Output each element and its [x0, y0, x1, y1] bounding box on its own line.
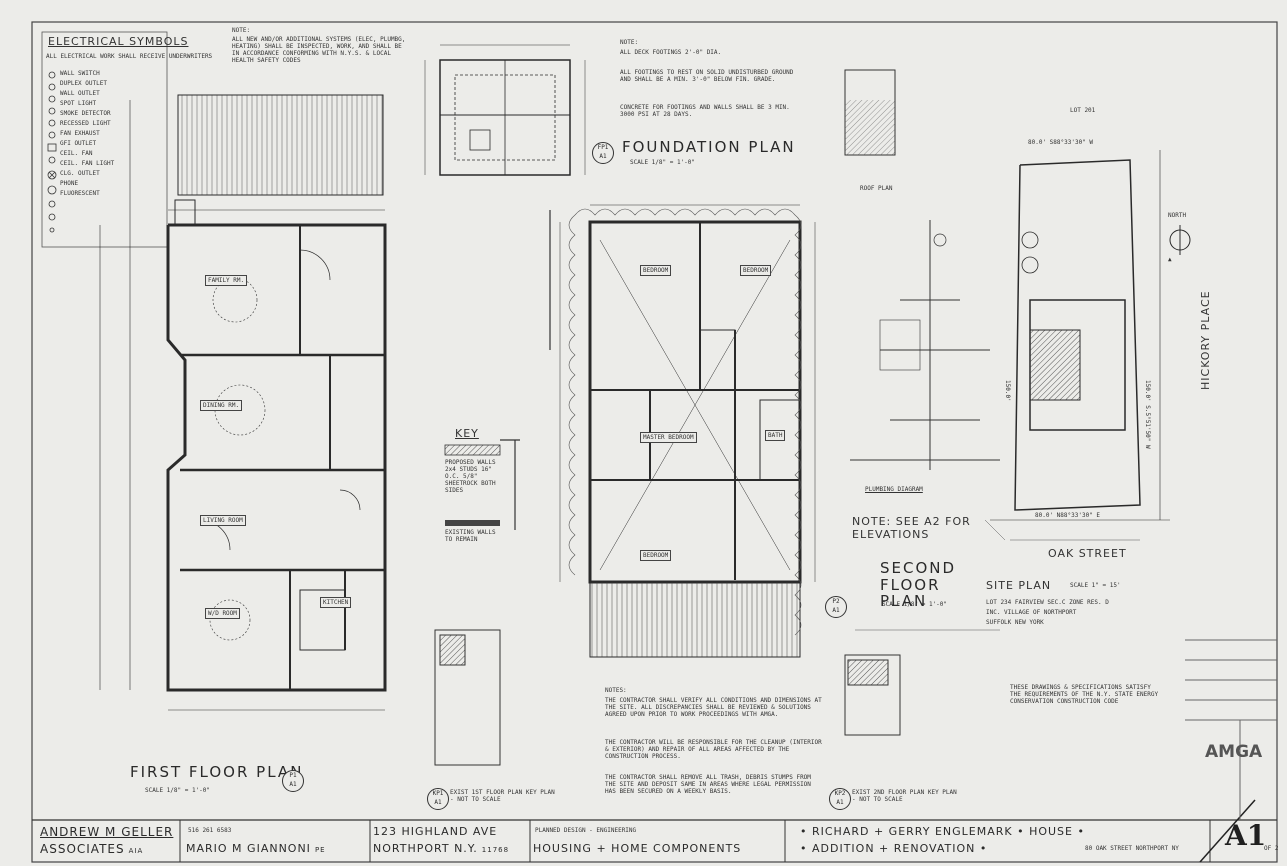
- site-plan-scale: SCALE 1" = 15': [1070, 582, 1121, 589]
- room-label: MASTER BEDROOM: [640, 432, 697, 443]
- key-plan-second: EXIST 2ND FLOOR PLAN KEY PLAN - NOT TO S…: [852, 789, 957, 803]
- see-elevations-note: NOTE: SEE A2 FOR ELEVATIONS: [852, 515, 971, 542]
- village-line: INC. VILLAGE OF NORTHPORT: [986, 609, 1077, 616]
- services-line: PLANNED DESIGN - ENGINEERING: [535, 827, 637, 834]
- legend-item: CLG. OUTLET: [60, 170, 100, 177]
- legend-item: SPOT LIGHT: [60, 100, 97, 107]
- amga-logo: AMGA: [1205, 742, 1263, 762]
- second-floor-scale: SCALE 1/8" = 1'-0": [882, 601, 948, 608]
- room-label: LIVING ROOM: [200, 515, 246, 526]
- energy-code-note: THESE DRAWINGS & SPECIFICATIONS SATISFY …: [1010, 684, 1159, 705]
- top-note-text: ALL NEW AND/OR ADDITIONAL SYSTEMS (ELEC,…: [232, 36, 406, 64]
- lot-zone-line: LOT 234 FAIRVIEW SEC.C ZONE RES. D: [986, 599, 1109, 606]
- top-note-heading: NOTE:: [232, 27, 251, 34]
- foundation-note-3: CONCRETE FOR FOOTINGS AND WALLS SHALL BE…: [620, 104, 790, 118]
- north-label: NORTH: [1168, 212, 1187, 219]
- architect-name-suffix: PE: [314, 846, 326, 854]
- foundation-note-1: ALL DECK FOOTINGS 2'-0" DIA.: [620, 49, 722, 56]
- legend-item: RECESSED LIGHT: [60, 120, 111, 127]
- electrical-intro: ALL ELECTRICAL WORK SHALL RECEIVE UNDERW…: [46, 53, 213, 60]
- legend-item: WALL OUTLET: [60, 90, 100, 97]
- foundation-plan-title: FOUNDATION PLAN: [622, 138, 796, 156]
- address-line-1: 123 HIGHLAND AVE: [373, 825, 498, 838]
- street-hickory: HICKORY PLACE: [1199, 290, 1212, 390]
- contractor-note-3: THE CONTRACTOR SHALL REMOVE ALL TRASH, D…: [605, 774, 811, 795]
- firm-name: ANDREW M GELLER: [40, 825, 174, 839]
- site-dim-bottom: 80.0' N88°33'30" E: [1035, 512, 1101, 519]
- legend-item: FLUORESCENT: [60, 190, 100, 197]
- site-dim-left: 150.0': [1004, 380, 1011, 402]
- legend-item: CEIL. FAN: [60, 150, 93, 157]
- room-label: BEDROOM: [740, 265, 772, 276]
- key-plan-first: EXIST 1ST FLOOR PLAN KEY PLAN - NOT TO S…: [450, 789, 555, 803]
- room-label: KITCHEN: [320, 597, 352, 608]
- room-label: FAMILY RM.: [205, 275, 248, 286]
- electrical-legend-list: WALL SWITCH DUPLEX OUTLET WALL OUTLET SP…: [60, 71, 114, 201]
- lot-label: LOT 201: [1070, 107, 1096, 114]
- plumbing-diagram-title: PLUMBING DIAGRAM: [865, 486, 923, 493]
- room-label: W/D ROOM: [205, 608, 240, 619]
- room-label: BEDROOM: [640, 265, 672, 276]
- architect-name-label: MARIO M GIANNONI: [186, 842, 311, 855]
- county-line: SUFFOLK NEW YORK: [986, 619, 1044, 626]
- foundation-note-2: ALL FOOTINGS TO REST ON SOLID UNDISTURBE…: [620, 69, 794, 83]
- legend-item: CEIL. FAN LIGHT: [60, 160, 115, 167]
- roof-plan-title: ROOF PLAN: [860, 185, 893, 192]
- site-dim-right: 150.0' S.5°51'50" W: [1144, 380, 1151, 449]
- firm-phone: 516 261 6583: [188, 827, 232, 834]
- first-floor-title: FIRST FLOOR PLAN: [130, 763, 304, 781]
- address-line-2: NORTHPORT N.Y.11768: [373, 843, 509, 854]
- contractor-note-1: THE CONTRACTOR SHALL VERIFY ALL CONDITIO…: [605, 697, 822, 718]
- foundation-note-heading: NOTE:: [620, 39, 639, 46]
- firm-associates-label: ASSOCIATES: [40, 842, 125, 856]
- legend-item: PHONE: [60, 180, 79, 187]
- project-name: • ADDITION + RENOVATION •: [800, 842, 988, 855]
- key-proposed: PROPOSED WALLS 2x4 STUDS 16" O.C. 5/8" S…: [445, 459, 496, 494]
- client-name: • RICHARD + GERRY ENGLEMARK • HOUSE •: [800, 825, 1085, 838]
- address-line-2-city: NORTHPORT N.Y.: [373, 842, 478, 855]
- first-floor-scale: SCALE 1/8" = 1'-0": [145, 787, 211, 794]
- sheet-of: OF 2: [1264, 845, 1279, 852]
- room-label: BEDROOM: [640, 550, 672, 561]
- street-oak: OAK STREET: [1048, 547, 1127, 560]
- address-zip: 11768: [481, 846, 510, 854]
- contractor-note-2: THE CONTRACTOR WILL BE RESPONSIBLE FOR T…: [605, 739, 822, 760]
- project-address: 80 OAK STREET NORTHPORT NY: [1085, 845, 1179, 852]
- second-floor-title: SECOND FLOOR PLAN: [880, 559, 957, 610]
- sheet-number: A1: [1225, 819, 1267, 852]
- key-existing: EXISTING WALLS TO REMAIN: [445, 529, 496, 543]
- legend-item: FAN EXHAUST: [60, 130, 100, 137]
- key-title: KEY: [455, 427, 479, 440]
- electrical-symbols-title: ELECTRICAL SYMBOLS: [48, 35, 189, 48]
- firm-associates-suffix: AIA: [128, 847, 144, 855]
- north-arrow-icon: ▲: [1168, 256, 1172, 263]
- legend-item: GFI OUTLET: [60, 140, 97, 147]
- room-label: BATH: [765, 430, 786, 441]
- company-name: HOUSING + HOME COMPONENTS: [533, 842, 742, 855]
- legend-item: WALL SWITCH: [60, 70, 100, 77]
- site-plan-title: SITE PLAN: [986, 579, 1052, 592]
- contractor-notes-heading: NOTES:: [605, 687, 627, 694]
- foundation-plan-scale: SCALE 1/8" = 1'-0": [630, 159, 696, 166]
- legend-item: DUPLEX OUTLET: [60, 80, 107, 87]
- site-dim-top: 80.0' S88°33'30" W: [1028, 139, 1094, 146]
- room-label: DINING RM.: [200, 400, 243, 411]
- legend-item: SMOKE DETECTOR: [60, 110, 111, 117]
